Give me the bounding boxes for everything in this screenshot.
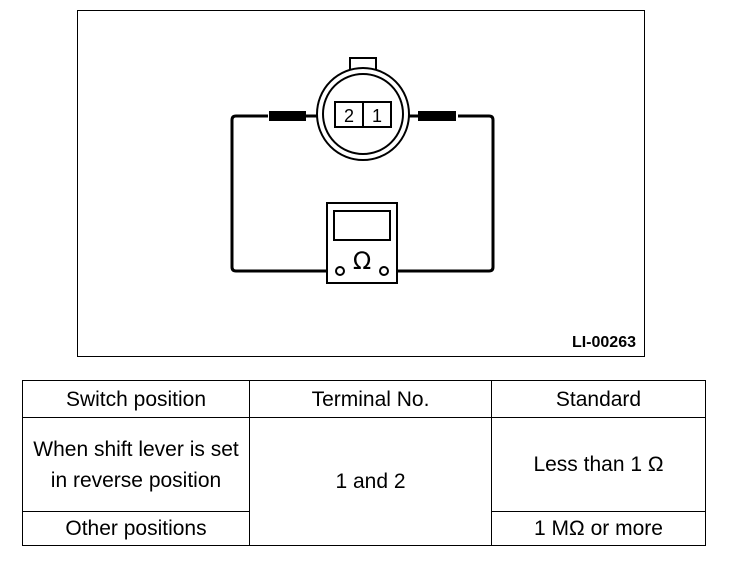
table-row: Other positions 1 MΩ or more — [22, 511, 706, 546]
meter-terminal-left — [335, 266, 345, 276]
connector-icon — [316, 57, 410, 161]
cell-switch-position: Other positions — [22, 511, 250, 546]
ohmmeter-icon — [326, 202, 398, 284]
terminal-1-label: 1 — [372, 106, 382, 126]
spec-table: Switch position Terminal No. Standard Wh… — [22, 380, 706, 546]
header-terminal-no: Terminal No. — [249, 380, 492, 418]
terminal-2-label: 2 — [344, 106, 354, 126]
cell-switch-position: When shift lever is set in reverse posit… — [22, 417, 250, 512]
cell-standard: 1 MΩ or more — [491, 511, 706, 546]
wiring-figure: 2 1 Ω LI-00263 — [77, 10, 645, 357]
header-standard: Standard — [491, 380, 706, 418]
cell-terminal: 1 and 2 — [249, 417, 492, 546]
cell-standard: Less than 1 Ω — [491, 417, 706, 512]
header-switch-position: Switch position — [22, 380, 250, 418]
wire-left — [230, 114, 337, 273]
circuit-diagram: 2 1 Ω — [230, 57, 495, 284]
wire-right — [386, 114, 495, 273]
ohm-symbol: Ω — [353, 247, 371, 275]
figure-id: LI-00263 — [571, 334, 636, 351]
probe-right — [418, 111, 456, 121]
probe-left — [269, 111, 306, 121]
meter-terminal-right — [379, 266, 389, 276]
table-row: When shift lever is set in reverse posit… — [22, 417, 706, 546]
table-header-row: Switch position Terminal No. Standard — [22, 380, 706, 418]
